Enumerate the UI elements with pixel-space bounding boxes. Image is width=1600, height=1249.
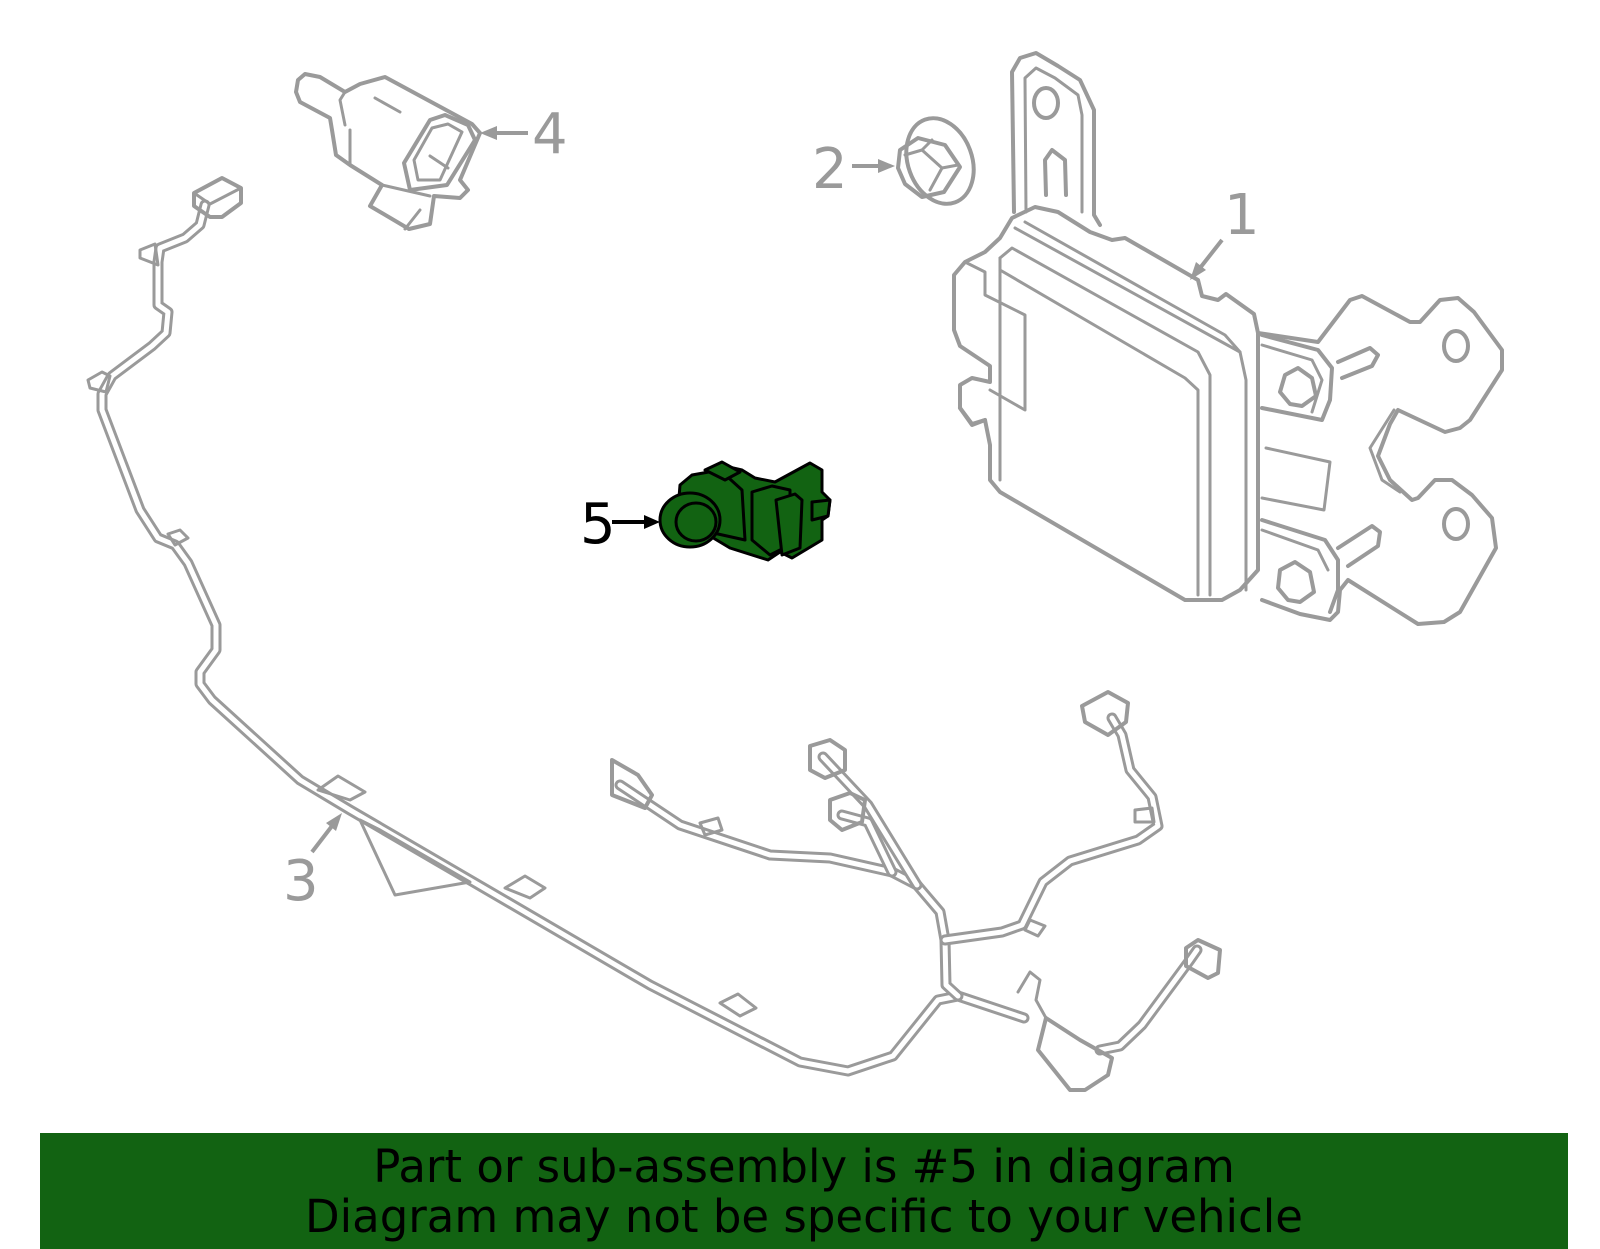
callout-label-3: 3 — [283, 849, 319, 914]
nut-part-2 — [896, 116, 976, 206]
part-info-banner: Part or sub-assembly is #5 in diagram Di… — [40, 1133, 1568, 1249]
leader-arrow-3 — [326, 813, 342, 831]
callout-label-5: 5 — [580, 492, 616, 557]
callout-label-4: 4 — [532, 102, 568, 167]
control-module-part-1 — [952, 51, 1504, 626]
leader-line-1 — [1198, 238, 1224, 270]
leader-arrow-2 — [878, 159, 895, 173]
leader-line-3 — [310, 824, 334, 854]
callout-label-1: 1 — [1224, 183, 1260, 248]
wiring-harness-part-3 — [86, 176, 1222, 1092]
leader-arrow-4 — [480, 126, 497, 140]
banner-line-part-number: Part or sub-assembly is #5 in diagram — [373, 1140, 1235, 1193]
leader-arrow-5 — [644, 515, 660, 529]
parking-sensor-part-5 — [658, 460, 832, 562]
callout-label-2: 2 — [812, 137, 848, 202]
sensor-part-4 — [294, 72, 482, 231]
callout-leaders — [310, 126, 1224, 854]
banner-line-disclaimer: Diagram may not be specific to your vehi… — [305, 1190, 1303, 1243]
leader-arrow-1 — [1190, 262, 1206, 280]
